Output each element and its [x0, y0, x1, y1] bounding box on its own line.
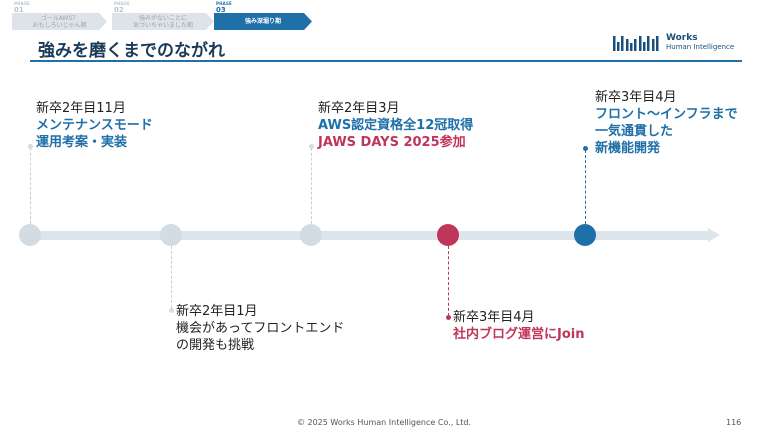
phase-label: 強み深堀り期 — [244, 18, 281, 25]
phase-number: 01 — [14, 6, 24, 14]
event-date: 新卒3年目4月 — [595, 90, 677, 105]
logo-mark-icon — [613, 36, 659, 51]
connector-e4 — [448, 246, 449, 316]
event-date: 新卒2年目11月 — [36, 101, 126, 116]
event-line: 新機能開発 — [595, 141, 661, 156]
phase-label: 強みがないことに 気づいちゃいました期 — [132, 14, 193, 29]
event-line: 運用考案・実装 — [36, 135, 128, 150]
copyright-footer: © 2025 Works Human Intelligence Co., Ltd… — [296, 418, 472, 427]
logo-word: Works — [666, 33, 698, 43]
timeline-node-3 — [300, 224, 322, 246]
event-date: 新卒2年目3月 — [318, 101, 400, 116]
phase-tag: PHASE — [216, 1, 232, 6]
phase-bar: ゴールAWS？ おもしろいじゃん期 — [12, 13, 107, 30]
event-line: 社内ブログ運営にJoin — [453, 327, 585, 342]
event-2: 新卒2年目1月 機会があってフロントエンド の開発も挑戦 — [176, 303, 344, 354]
event-line: 一気通貫した — [595, 124, 674, 139]
event-line: JAWS DAYS 2025参加 — [318, 135, 466, 150]
page-number: 116 — [726, 418, 742, 427]
logo-sub: Human Intelligence — [666, 43, 735, 51]
phase-number: 02 — [114, 6, 124, 14]
phase-bar: 強み深堀り期 — [214, 13, 312, 30]
event-line: 機会があってフロントエンド — [176, 321, 345, 336]
connector-e3 — [311, 148, 312, 224]
event-5: 新卒3年目4月 フロント〜インフラまで 一気通貫した 新機能開発 — [595, 89, 738, 157]
timeline-node-2 — [160, 224, 182, 246]
timeline-node-5 — [574, 224, 596, 246]
title-divider — [30, 60, 742, 62]
phase-number: 03 — [216, 6, 226, 14]
timeline-node-1 — [19, 224, 41, 246]
connector-dot — [583, 146, 588, 151]
connector-dot — [309, 144, 314, 149]
page-title: 強みを磨くまでのながれ — [38, 41, 225, 61]
phase-tag: PHASE — [114, 1, 130, 6]
connector-dot — [169, 308, 174, 313]
phase-label: ゴールAWS？ おもしろいじゃん期 — [32, 14, 87, 29]
phase-tag: PHASE — [14, 1, 30, 6]
event-4: 新卒3年目4月 社内ブログ運営にJoin — [453, 309, 584, 343]
event-3: 新卒2年目3月 AWS認定資格全12冠取得 JAWS DAYS 2025参加 — [318, 100, 473, 151]
logo-wordmark: Works Human Intelligence — [666, 34, 734, 52]
company-logo: Works Human Intelligence — [612, 33, 742, 53]
phase-step-3: PHASE 03 強み深堀り期 — [214, 0, 312, 32]
timeline-arrow-icon — [708, 228, 720, 242]
phase-bar: 強みがないことに 気づいちゃいました期 — [112, 13, 214, 30]
event-date: 新卒2年目1月 — [176, 304, 258, 319]
timeline-node-4 — [437, 224, 459, 246]
connector-e2 — [171, 246, 172, 308]
event-date: 新卒3年目4月 — [453, 310, 535, 325]
event-line: メンテナンスモード — [36, 118, 153, 133]
timeline-axis — [30, 231, 710, 240]
event-line: フロント〜インフラまで — [595, 107, 738, 122]
connector-e1 — [30, 148, 31, 224]
phase-step-2: PHASE 02 強みがないことに 気づいちゃいました期 — [112, 0, 214, 32]
event-line: の開発も挑戦 — [176, 338, 255, 353]
connector-e5 — [585, 150, 586, 224]
event-1: 新卒2年目11月 メンテナンスモード 運用考案・実装 — [36, 100, 153, 151]
phase-step-1: PHASE 01 ゴールAWS？ おもしろいじゃん期 — [12, 0, 107, 32]
connector-dot — [28, 144, 33, 149]
event-line: AWS認定資格全12冠取得 — [318, 118, 474, 133]
connector-dot — [446, 315, 451, 320]
